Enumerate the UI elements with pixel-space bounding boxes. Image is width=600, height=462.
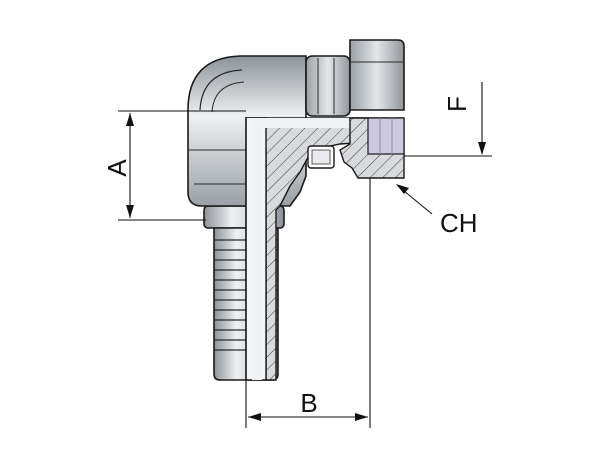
dim-a-arrow-bottom	[126, 205, 134, 218]
dim-f-arrow	[478, 142, 486, 155]
seat-face	[367, 117, 405, 155]
label-ch: CH	[440, 208, 478, 238]
dim-b-arrow-right	[355, 413, 368, 421]
ch-arrow	[396, 184, 409, 194]
nut-neck	[305, 55, 351, 117]
elbow-bend-line-2	[211, 81, 245, 113]
nut-hex	[349, 39, 405, 111]
dim-a-arrow-top	[126, 113, 134, 126]
swivel-nut	[305, 39, 405, 179]
label-f: F	[442, 96, 472, 112]
label-a: A	[102, 159, 132, 177]
section-cut	[244, 117, 369, 381]
label-b: B	[300, 388, 317, 418]
dim-b-arrow-left	[248, 413, 261, 421]
dimensions	[118, 82, 492, 428]
elbow-bend-line	[199, 69, 243, 111]
